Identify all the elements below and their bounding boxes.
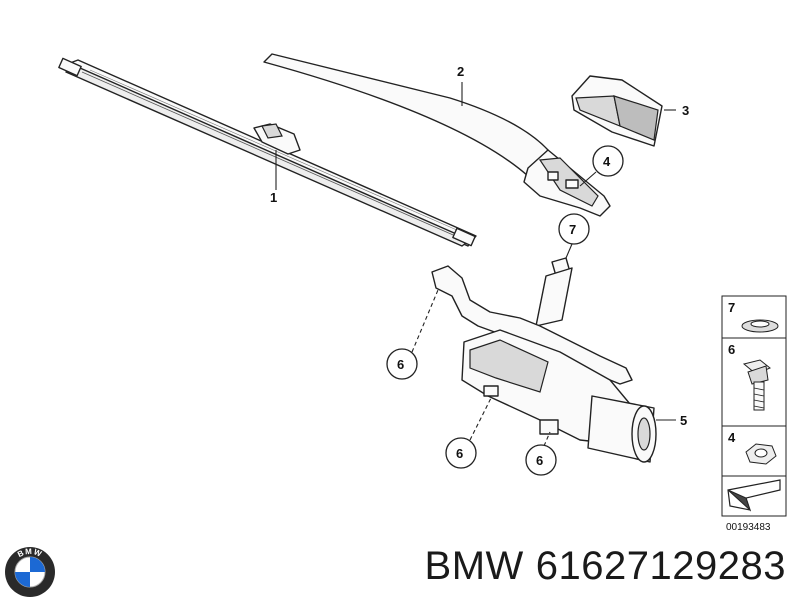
- legend-num-0: 7: [728, 300, 735, 315]
- legend-num-1: 6: [728, 342, 735, 357]
- wiper-motor: [431, 257, 657, 463]
- arm-cover: [571, 75, 663, 147]
- hex-nut-icon: [745, 443, 777, 465]
- legend-panel: 7 6 4 00193483: [721, 295, 787, 533]
- wiper-blade: [58, 57, 477, 247]
- label-6a: 6: [397, 357, 404, 372]
- hex-bolt-icon: [742, 359, 771, 411]
- label-7: 7: [569, 222, 576, 237]
- leader-4: [579, 171, 597, 187]
- legend-code: 00193483: [726, 522, 771, 533]
- wiper-arm: [263, 53, 611, 217]
- label-4: 4: [603, 154, 611, 169]
- brand-name: BMW: [424, 544, 524, 588]
- seal-ring-icon: [741, 319, 779, 333]
- label-6c: 6: [536, 453, 543, 468]
- bmw-logo: BMW: [5, 547, 55, 597]
- callout-7: [558, 213, 590, 245]
- callout-4: [592, 145, 624, 177]
- svg-text:BMW: BMW: [16, 547, 44, 559]
- label-3: 3: [682, 103, 689, 118]
- label-6b: 6: [456, 446, 463, 461]
- leader-6b: [469, 395, 493, 441]
- label-5: 5: [680, 413, 687, 428]
- callout-6b: [445, 437, 477, 469]
- logo-text: BMW: [16, 547, 43, 559]
- leader-7: [565, 243, 573, 259]
- leader-6a: [411, 289, 439, 353]
- legend-num-2: 4: [728, 430, 736, 445]
- label-2: 2: [457, 64, 464, 79]
- leader-6c: [543, 431, 551, 447]
- callout-6a: [386, 348, 418, 380]
- label-1: 1: [270, 190, 277, 205]
- callout-6c: [525, 444, 557, 476]
- part-number: 61627129283: [535, 544, 786, 588]
- direction-arrow-icon: [727, 479, 781, 512]
